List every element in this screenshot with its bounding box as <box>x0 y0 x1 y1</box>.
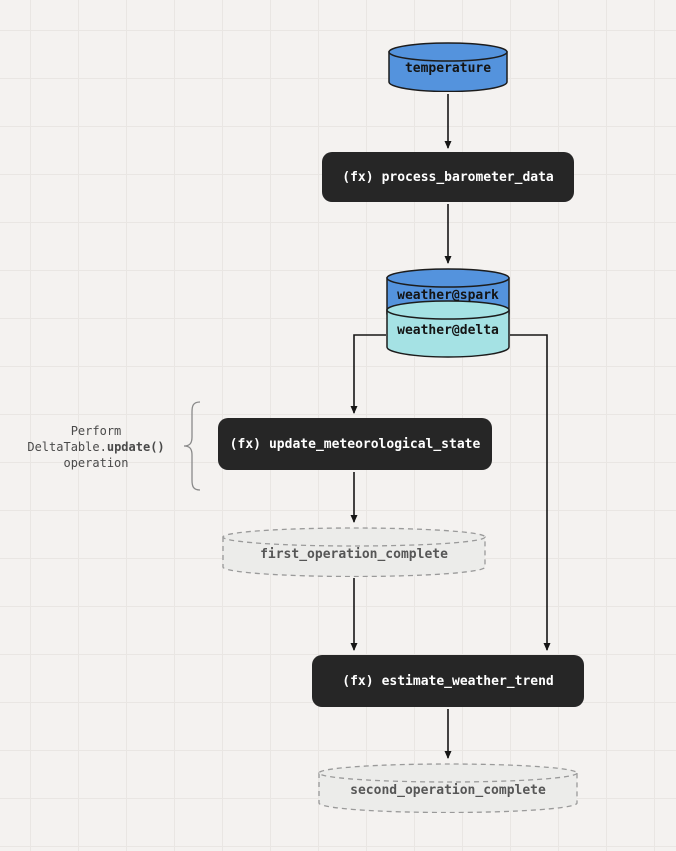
node-second-operation-complete: second_operation_complete <box>318 763 578 813</box>
annotation-line-2-normal: DeltaTable. <box>27 440 107 454</box>
fx-name: process_barometer_data <box>381 169 554 185</box>
node-first-operation-complete: first_operation_complete <box>222 527 486 577</box>
temperature-label: temperature <box>404 61 492 76</box>
fx-prefix: (fx) <box>342 673 374 689</box>
annotation-line-2: DeltaTable.update() <box>10 439 182 455</box>
fx-name: estimate_weather_trend <box>381 673 554 689</box>
annotation-line-2-bold: update() <box>106 440 165 454</box>
stacked-cylinder-shape <box>386 268 510 358</box>
first-operation-complete-label: first_operation_complete <box>260 547 448 562</box>
annotation-line-3: operation <box>63 456 129 470</box>
dashed-cylinder-shape <box>318 763 578 813</box>
node-estimate-weather-trend: (fx) estimate_weather_trend <box>312 655 584 707</box>
second-operation-complete-label: second_operation_complete <box>350 783 546 798</box>
delta-update-annotation: Perform DeltaTable.update() operation <box>10 423 182 471</box>
node-update-meteorological-state: (fx) update_meteorological_state <box>218 418 492 470</box>
annotation-brace <box>183 401 201 491</box>
weather-delta-label: weather@delta <box>397 323 499 338</box>
node-weather-datastore: weather@spark weather@delta <box>386 268 510 358</box>
edge-weather-to-estimate <box>510 334 551 651</box>
node-process-barometer-data: (fx) process_barometer_data <box>322 152 574 202</box>
cylinder-shape <box>388 42 508 92</box>
annotation-line-1: Perform <box>70 424 122 438</box>
fx-name: update_meteorological_state <box>268 436 481 452</box>
dashed-cylinder-shape <box>222 527 486 577</box>
fx-prefix: (fx) <box>229 436 261 452</box>
fx-prefix: (fx) <box>342 169 374 185</box>
node-temperature-datastore: temperature <box>388 42 508 92</box>
edge-weather-to-update <box>350 334 386 414</box>
weather-spark-label: weather@spark <box>397 288 499 303</box>
